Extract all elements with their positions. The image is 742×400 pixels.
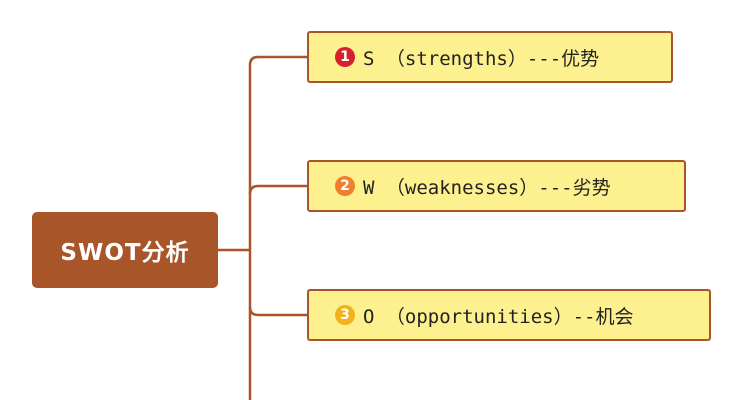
branch-label-strengths: S （strengths）---优势 [363,47,600,70]
root-node-swot[interactable]: SWOT分析 [32,212,218,288]
branch-node-weaknesses[interactable]: 2 W （weaknesses）---劣势 [307,160,686,212]
number-badge-1: 1 [335,47,355,67]
trunk-line [248,55,307,400]
number-badge-3: 3 [335,305,355,325]
branch-connector-w [248,184,307,195]
branch-connector-o [248,306,307,317]
root-label: SWOT分析 [60,240,190,266]
branch-label-weaknesses: W （weaknesses）---劣势 [363,176,611,199]
branch-node-strengths[interactable]: 1 S （strengths）---优势 [307,31,673,83]
branch-label-opportunities: O （opportunities）--机会 [363,305,634,328]
number-badge-2: 2 [335,176,355,196]
branch-node-opportunities[interactable]: 3 O （opportunities）--机会 [307,289,711,341]
